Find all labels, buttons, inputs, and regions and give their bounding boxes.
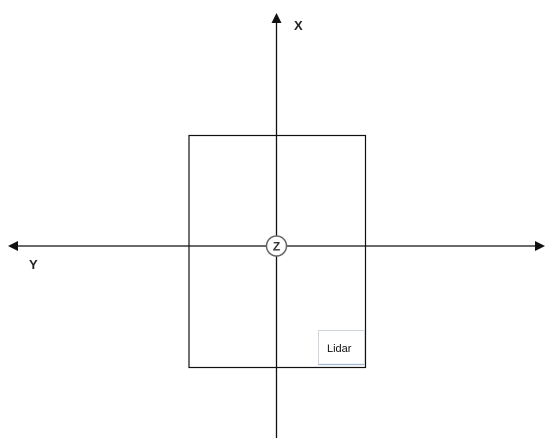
lidar-label: Lidar xyxy=(327,343,352,355)
vehicle-body-rectangle xyxy=(188,134,367,369)
origin-circle xyxy=(265,235,288,257)
lidar-sensor-box: Lidar xyxy=(318,330,365,366)
x-axis-label: X xyxy=(294,18,303,33)
origin-z-label: Z xyxy=(273,240,280,254)
y-axis-label: Y xyxy=(29,257,38,272)
lidar-box-frame xyxy=(318,330,365,365)
